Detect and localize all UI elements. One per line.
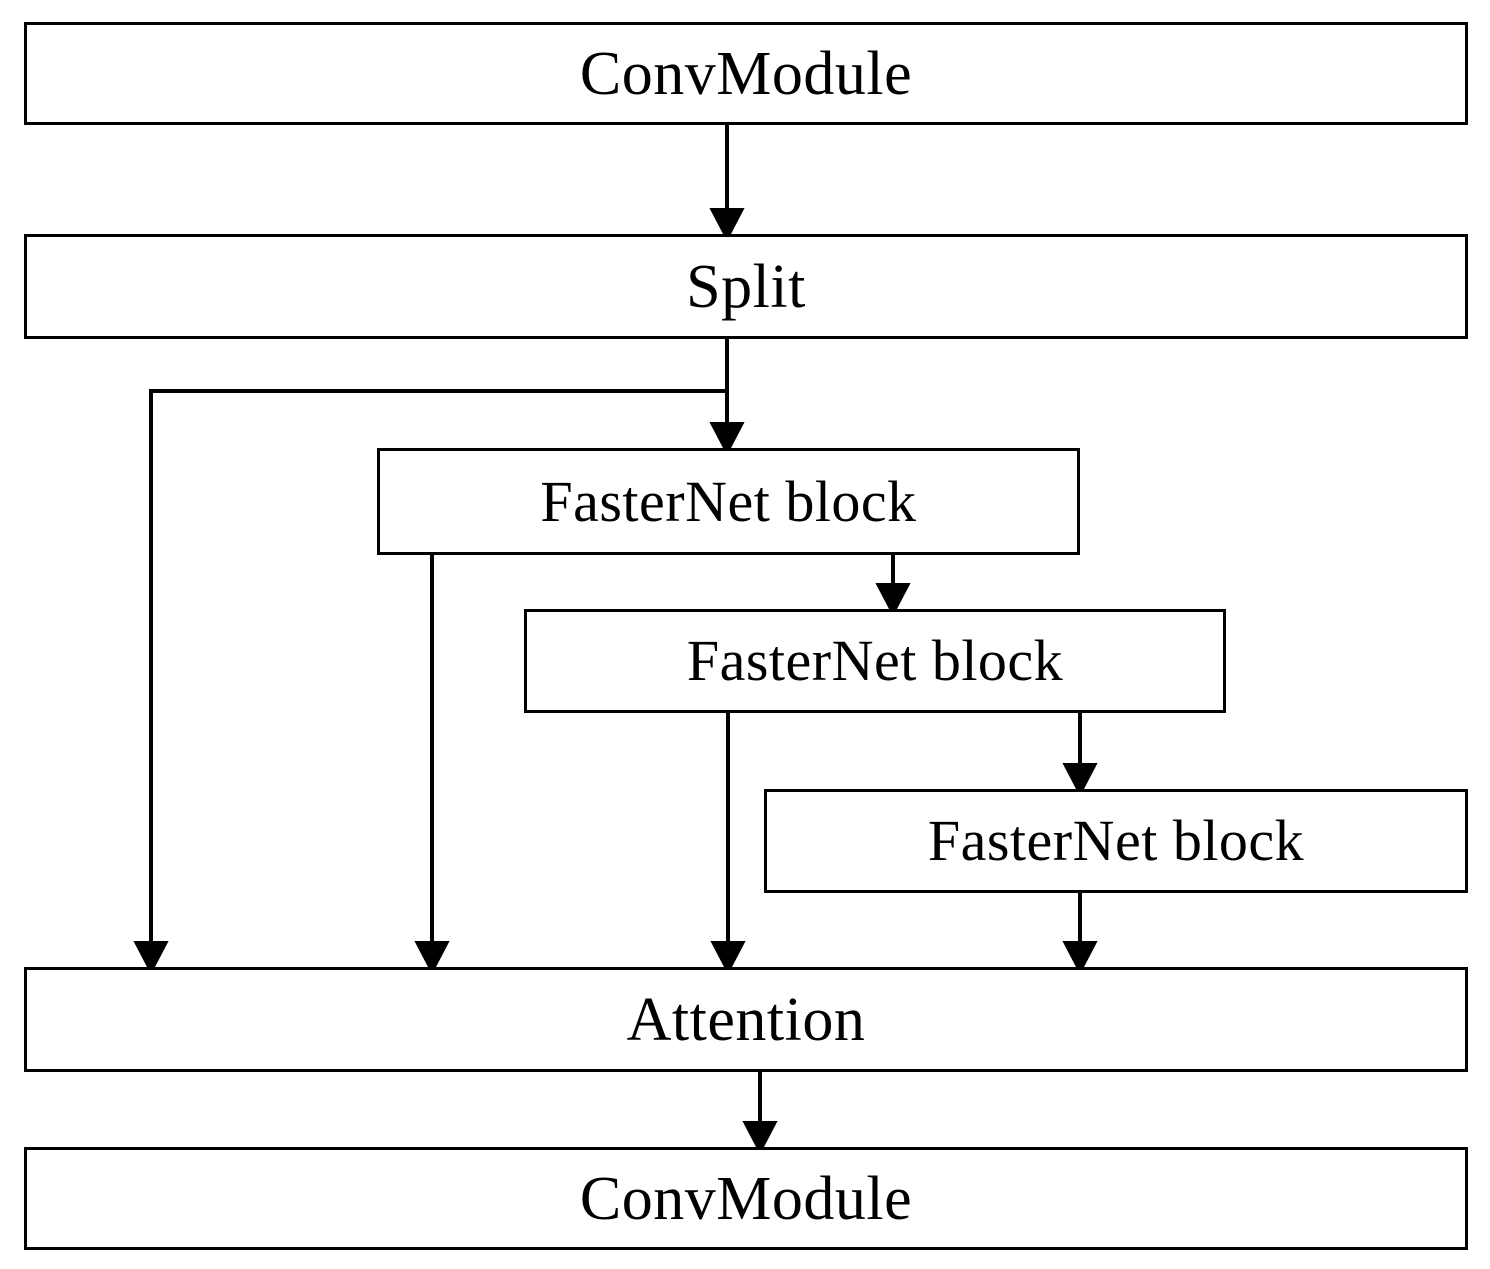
node-conv-module-top-label: ConvModule bbox=[579, 39, 913, 108]
node-split[interactable]: Split bbox=[24, 234, 1468, 339]
node-fasternet-block-3[interactable]: FasterNet block bbox=[764, 789, 1468, 893]
node-conv-module-top[interactable]: ConvModule bbox=[24, 22, 1468, 125]
node-fasternet-block-3-label: FasterNet block bbox=[927, 808, 1305, 873]
node-attention[interactable]: Attention bbox=[24, 967, 1468, 1072]
node-attention-label: Attention bbox=[626, 985, 866, 1054]
node-fasternet-block-1[interactable]: FasterNet block bbox=[377, 448, 1080, 555]
node-fasternet-block-2-label: FasterNet block bbox=[686, 628, 1064, 693]
node-fasternet-block-1-label: FasterNet block bbox=[540, 468, 917, 534]
node-conv-module-bottom-label: ConvModule bbox=[579, 1164, 913, 1233]
node-split-label: Split bbox=[686, 252, 806, 321]
node-fasternet-block-2[interactable]: FasterNet block bbox=[524, 609, 1226, 713]
node-conv-module-bottom[interactable]: ConvModule bbox=[24, 1147, 1468, 1250]
